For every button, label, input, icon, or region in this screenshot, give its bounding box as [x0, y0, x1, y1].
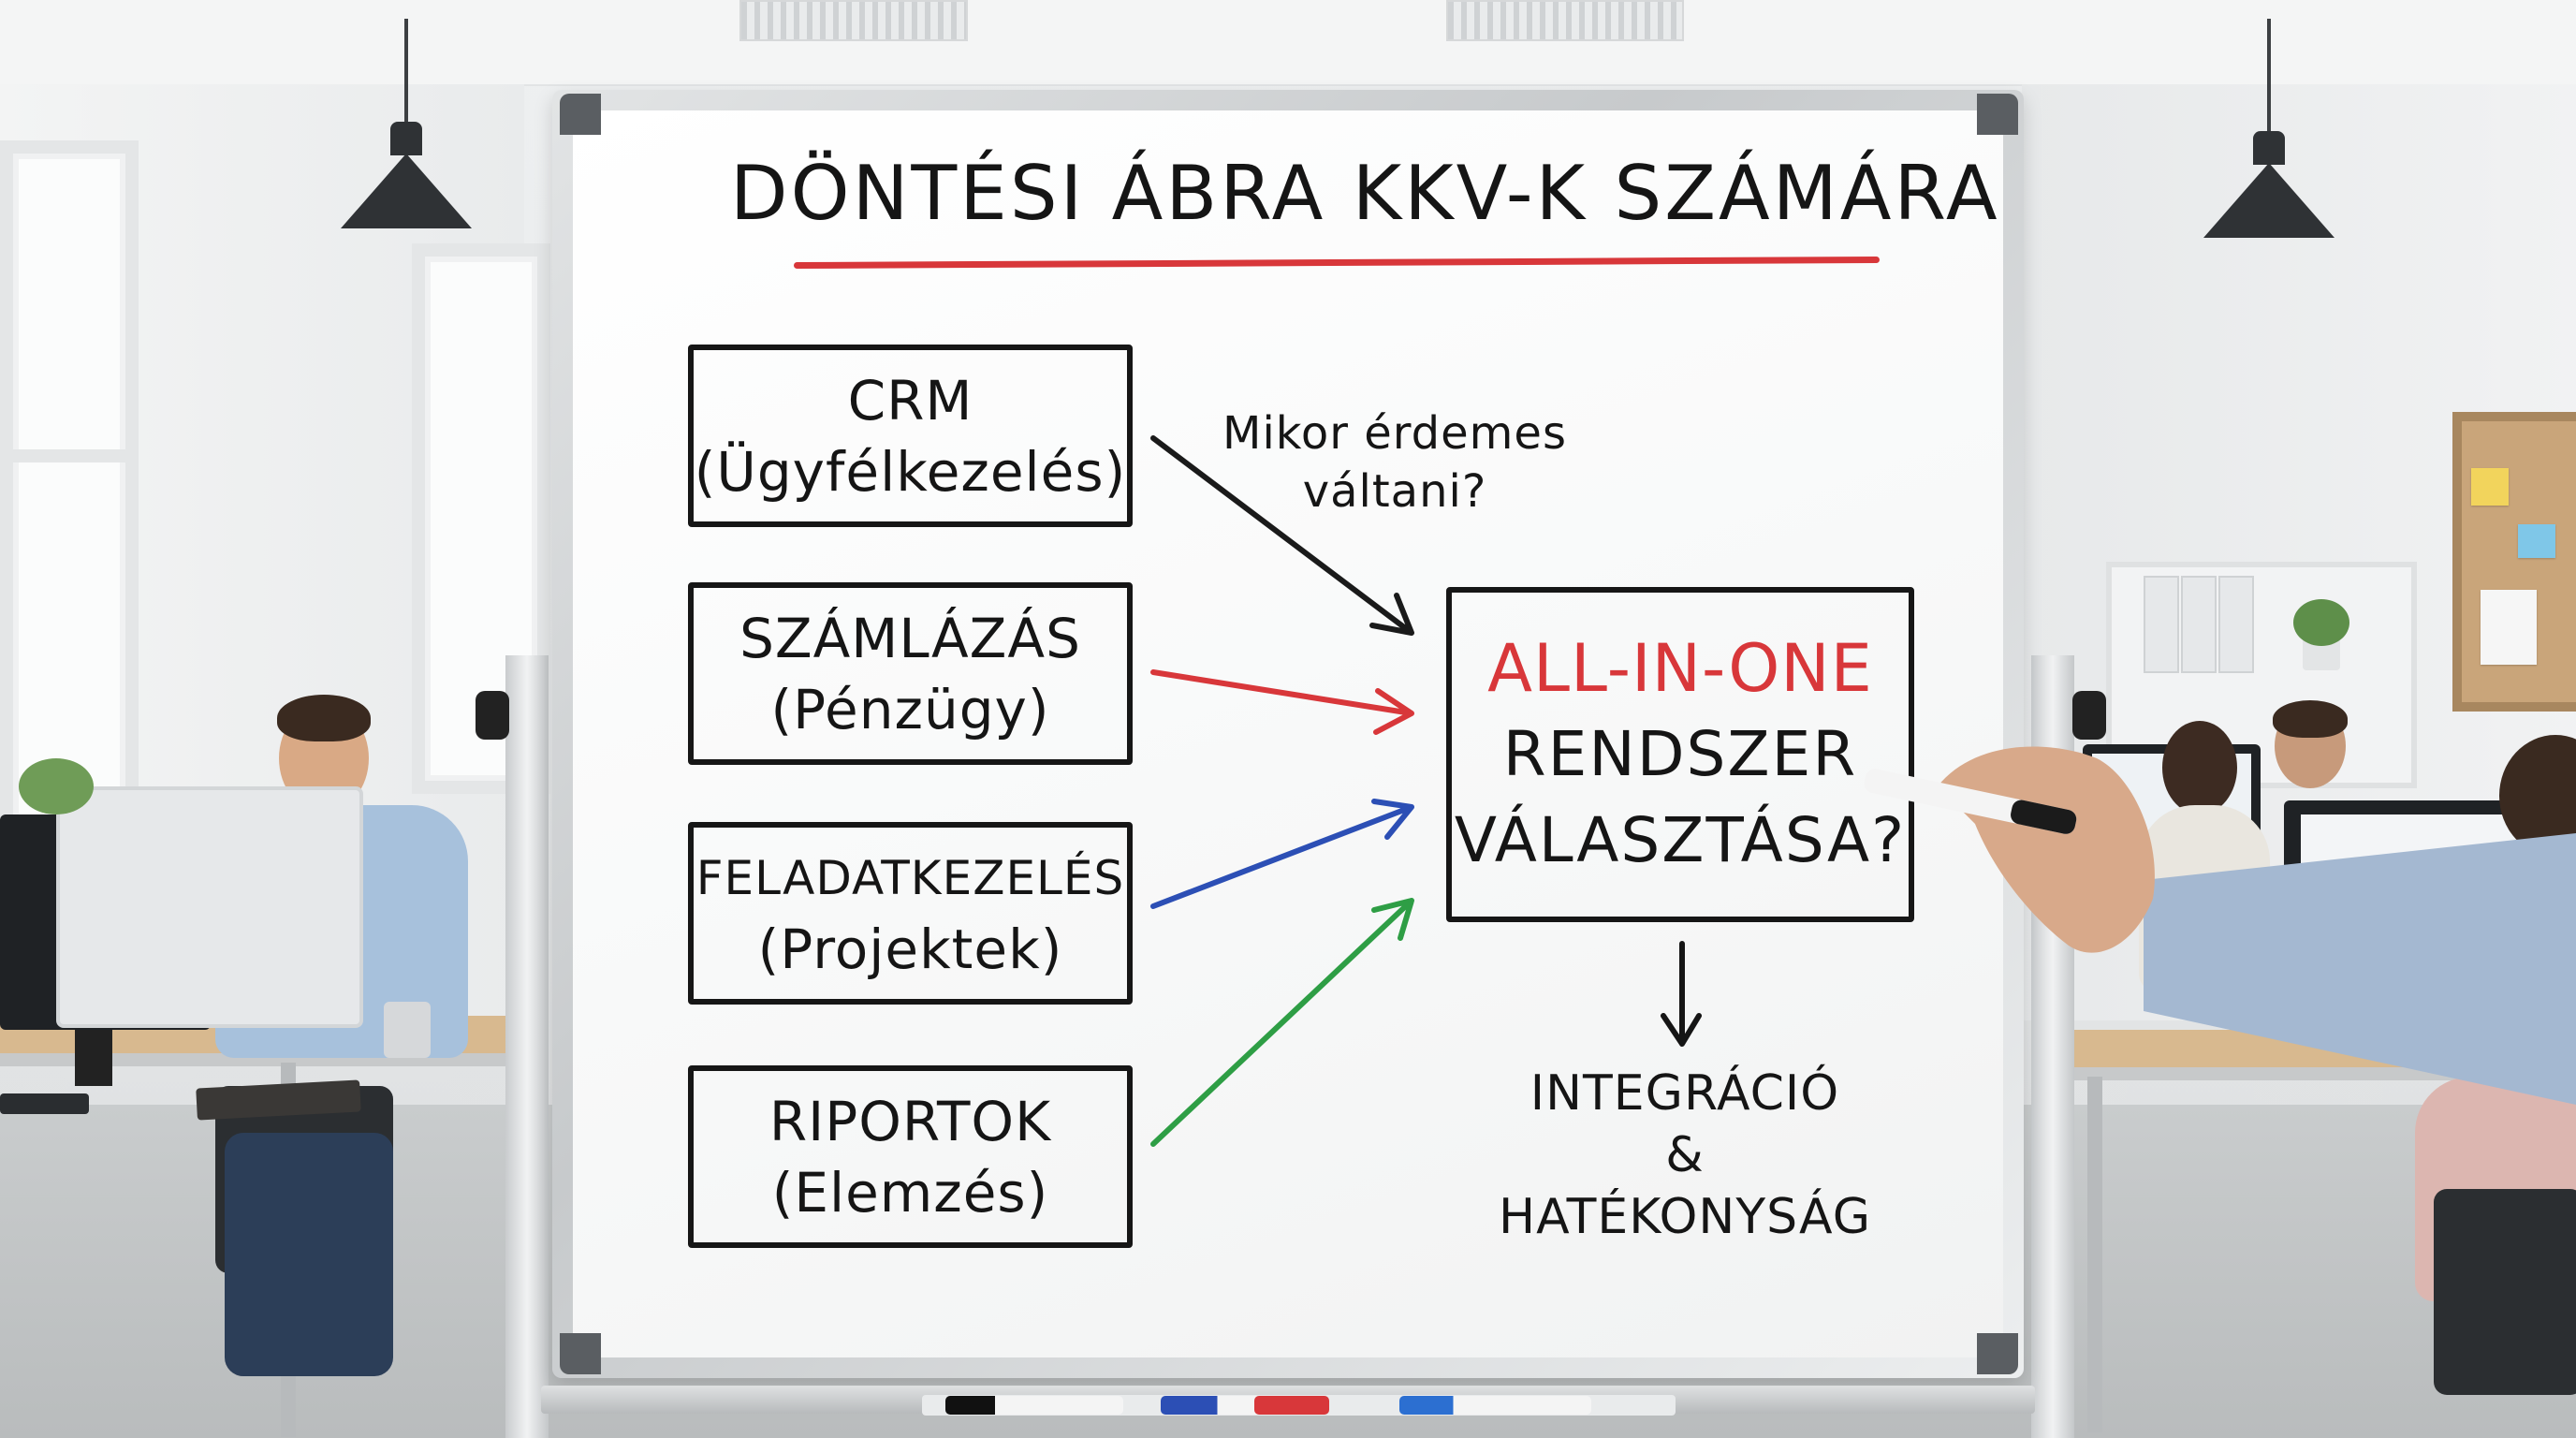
sticky-note: [2471, 468, 2509, 506]
billing-subtitle: (Pénzügy): [770, 677, 1050, 741]
all-in-one-box: ALL-IN-ONE RENDSZER VÁLASZTÁSA?: [1446, 587, 1914, 922]
pen-holder: [384, 1002, 431, 1058]
lamp-cap: [390, 122, 422, 155]
blue-marker[interactable]: [1161, 1396, 1264, 1415]
pendant-lamp-icon: [341, 154, 472, 228]
blue-marker[interactable]: [1399, 1396, 1591, 1415]
pendant-lamp-icon: [2203, 163, 2334, 238]
tasks-box: FELADATKEZELÉS (Projektek): [688, 822, 1133, 1005]
lamp-cap: [2253, 131, 2285, 165]
result-line-3: HATÉKONYSÁG: [1498, 1189, 1872, 1245]
lamp-cord: [404, 19, 408, 122]
reports-subtitle: (Elemzés): [771, 1160, 1049, 1225]
office-chair: [2434, 1189, 2576, 1395]
billing-box: SZÁMLÁZÁS (Pénzügy): [688, 582, 1133, 765]
desk-plant: [19, 758, 94, 814]
crm-subtitle: (Ügyfélkezelés): [694, 439, 1127, 504]
ceiling-vent: [739, 0, 968, 41]
plant-leaves: [2293, 599, 2349, 646]
hand: [1938, 746, 2155, 953]
red-marker[interactable]: [1254, 1396, 1329, 1415]
billing-title: SZÁMLÁZÁS: [739, 606, 1081, 670]
crm-arrow: [1150, 435, 1414, 636]
stand-post-left: [505, 655, 549, 1438]
person-hair: [277, 695, 371, 741]
desk-leg: [2087, 1077, 2102, 1432]
ceiling: [0, 0, 2576, 86]
all-in-one-line-3: VÁLASZTÁSA?: [1454, 804, 1907, 876]
crm-title: CRM: [847, 368, 973, 433]
ceiling-vent: [1446, 0, 1684, 41]
frame-corner: [1977, 94, 2018, 135]
question-line-2: váltani?: [1302, 465, 1487, 518]
board-title: DÖNTÉSI ÁBRA KKV-K SZÁMÁRA: [730, 150, 2000, 237]
whiteboard-surface: [573, 110, 2003, 1357]
crm-box: CRM (Ügyfélkezelés): [688, 345, 1133, 527]
stand-knob-left: [476, 691, 509, 740]
binder: [2181, 576, 2217, 673]
sticky-note: [2481, 590, 2537, 665]
all-in-one-line-2: RENDSZER: [1502, 718, 1858, 790]
computer-monitor-back: [56, 786, 363, 1028]
all-in-one-title: ALL-IN-ONE: [1487, 630, 1873, 707]
question-note: Mikor érdemes váltani?: [1217, 404, 1573, 521]
marker-cap: [2011, 800, 2077, 834]
reports-arrow: [1150, 898, 1414, 1147]
binder: [2144, 576, 2179, 673]
result-line-2: &: [1665, 1127, 1705, 1183]
reports-title: RIPORTOK: [768, 1089, 1052, 1153]
tasks-subtitle: (Projektek): [757, 917, 1063, 981]
person-head: [2162, 721, 2237, 814]
down-arrow: [1661, 941, 1702, 1047]
binder: [2218, 576, 2254, 673]
person-legs: [225, 1133, 393, 1376]
monitor-stand: [75, 1030, 112, 1086]
frame-corner: [1977, 1333, 2018, 1374]
person-hair: [2273, 700, 2348, 738]
result-note: INTEGRÁCIÓ & HATÉKONYSÁG: [1460, 1063, 1910, 1248]
stand-knob-right: [2072, 691, 2106, 740]
reports-box: RIPORTOK (Elemzés): [688, 1065, 1133, 1248]
billing-arrow: [1150, 669, 1414, 735]
tasks-title: FELADATKEZELÉS: [695, 850, 1125, 905]
frame-corner: [560, 94, 601, 135]
lamp-cord: [2267, 19, 2271, 131]
tasks-arrow: [1150, 799, 1414, 909]
question-line-1: Mikor érdemes: [1222, 407, 1567, 460]
black-marker[interactable]: [945, 1396, 1123, 1415]
sticky-note: [2518, 524, 2555, 558]
window-mullion: [0, 449, 125, 462]
frame-corner: [560, 1333, 601, 1374]
result-line-1: INTEGRÁCIÓ: [1530, 1065, 1840, 1122]
shirt-sleeve: [2144, 833, 2576, 1105]
keyboard: [0, 1093, 89, 1114]
